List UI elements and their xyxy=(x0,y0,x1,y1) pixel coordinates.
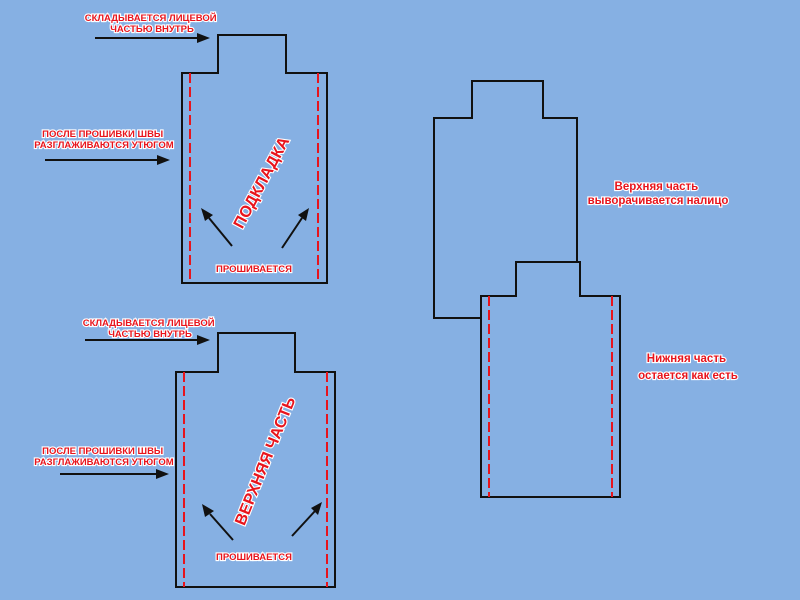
lining-press-label: ПОСЛЕ ПРОШИВКИ ШВЫ РАЗГЛАЖИВАЮТСЯ УТЮГОМ xyxy=(34,129,174,151)
upper-diagram: СКЛАДЫВАЕТСЯ ЛИЦЕВОЙ ЧАСТЬЮ ВНУТРЬ ПОСЛЕ… xyxy=(33,316,336,588)
assembled-top-line-1: Верхняя часть xyxy=(615,181,699,193)
lining-stitch-label: ПРОШИВАЕТСЯ xyxy=(216,264,292,275)
upper-piece-label: ВЕРХНЯЯ ЧАСТЬ xyxy=(232,395,299,528)
lining-diagonal-arrow-right xyxy=(281,217,303,249)
upper-fold-line-2: ЧАСТЬЮ ВНУТРЬ xyxy=(108,329,192,340)
upper-diagonal-arrow-right xyxy=(291,510,316,537)
assembled-bottom-label: Нижняя часть остается как есть xyxy=(638,353,738,382)
assembled-bottom-line-1: Нижняя часть xyxy=(647,353,726,365)
upper-diagonal-arrowhead-left xyxy=(202,504,214,517)
lining-outline xyxy=(181,34,328,284)
lining-diagonal-arrowhead-right xyxy=(298,208,309,221)
lining-fold-line-1: СКЛАДЫВАЕТСЯ ЛИЦЕВОЙ xyxy=(85,12,217,24)
lining-fold-label: СКЛАДЫВАЕТСЯ ЛИЦЕВОЙ ЧАСТЬЮ ВНУТРЬ xyxy=(85,12,220,35)
upper-fold-label: СКЛАДЫВАЕТСЯ ЛИЦЕВОЙ ЧАСТЬЮ ВНУТРЬ xyxy=(83,317,218,340)
upper-outline xyxy=(175,332,336,588)
assembled-top-label: Верхняя часть выворачивается налицо xyxy=(588,181,729,207)
assembled-lower-outline xyxy=(480,261,621,498)
lining-fold-arrowhead xyxy=(197,33,210,43)
upper-diagonal-arrowhead-right xyxy=(311,502,322,515)
lining-piece-label: ПОДКЛАДКА xyxy=(231,134,294,232)
assembled-bottom-line-2: остается как есть xyxy=(638,370,738,382)
lining-diagonal-arrow-left xyxy=(208,217,233,247)
upper-press-line-1: ПОСЛЕ ПРОШИВКИ ШВЫ xyxy=(42,446,163,457)
lining-press-arrowhead xyxy=(157,155,170,165)
lining-diagram: СКЛАДЫВАЕТСЯ ЛИЦЕВОЙ ЧАСТЬЮ ВНУТРЬ ПОСЛЕ… xyxy=(33,11,328,284)
lining-press-line-2: РАЗГЛАЖИВАЮТСЯ УТЮГОМ xyxy=(34,140,174,151)
assembled-top-line-2: выворачивается налицо xyxy=(588,195,729,207)
upper-fold-line-1: СКЛАДЫВАЕТСЯ ЛИЦЕВОЙ xyxy=(83,317,215,329)
upper-fold-arrowhead xyxy=(197,335,210,345)
upper-diagonal-arrow-left xyxy=(209,513,234,541)
lining-diagonal-arrowhead-left xyxy=(201,208,213,221)
upper-press-label: ПОСЛЕ ПРОШИВКИ ШВЫ РАЗГЛАЖИВАЮТСЯ УТЮГОМ xyxy=(34,446,174,468)
assembled-diagram: Верхняя часть выворачивается налицо Нижн… xyxy=(433,80,739,498)
upper-press-line-2: РАЗГЛАЖИВАЮТСЯ УТЮГОМ xyxy=(34,457,174,468)
assembled-upper-outline xyxy=(433,80,578,319)
lining-fold-line-2: ЧАСТЬЮ ВНУТРЬ xyxy=(110,24,194,35)
upper-press-arrowhead xyxy=(156,469,169,479)
lining-press-line-1: ПОСЛЕ ПРОШИВКИ ШВЫ xyxy=(42,129,163,140)
upper-stitch-label: ПРОШИВАЕТСЯ xyxy=(216,552,292,563)
